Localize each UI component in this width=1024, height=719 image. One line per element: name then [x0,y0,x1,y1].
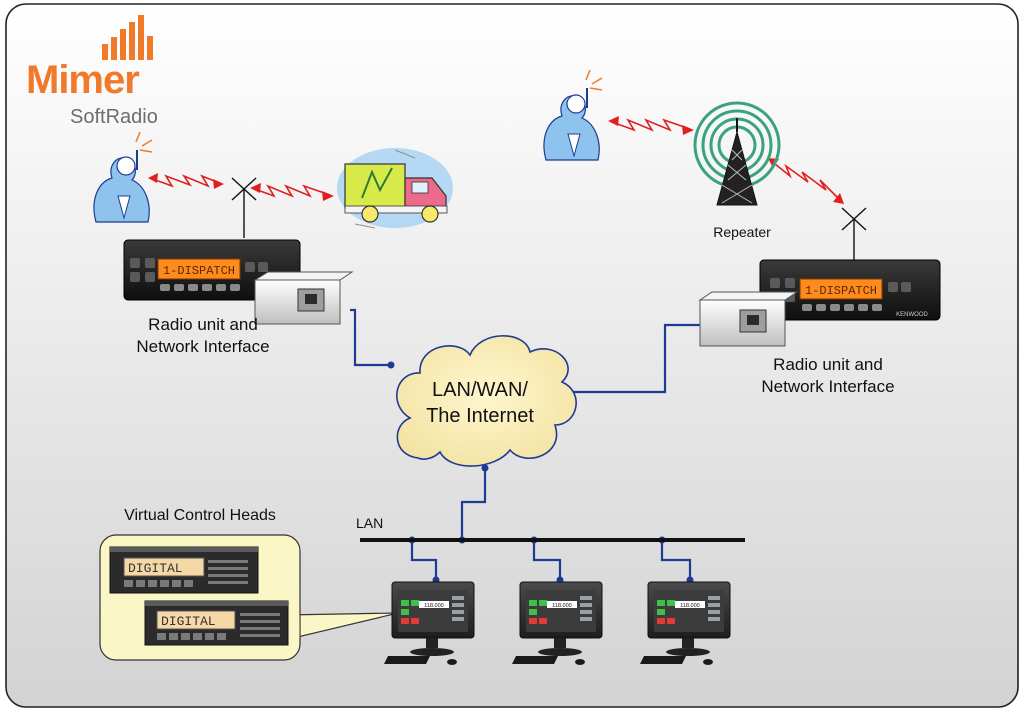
repeater-label: Repeater [713,224,771,240]
radio-left-label-line1: Radio unit and [148,315,258,334]
monitor-2-readout: 118.000 [552,603,571,609]
network-interface-box-right [698,291,799,347]
cloud-label: LAN/WAN/ The Internet [400,377,560,429]
cloud-label-line2: The Internet [426,405,534,427]
control-head-1-display: DIGITAL [128,561,183,576]
person-radio-left-icon [93,131,153,223]
monitor-3-readout: 118.000 [680,603,699,609]
repeater-tower-icon [693,101,781,206]
radio-left-label-line2: Network Interface [136,337,270,356]
radio-left-label: Radio unit and Network Interface [120,314,286,358]
workstation-1 [384,581,475,665]
rf-links [149,118,841,201]
control-head-2-display: DIGITAL [161,614,216,629]
logo-brand: Mimer [26,58,140,102]
rf-arrowheads [148,116,844,204]
antenna-left-icon [231,177,257,238]
monitor-1-readout: 118.000 [424,603,443,609]
radio-brand-label: KENWOOD [896,312,928,318]
truck-icon [337,148,453,229]
radio-display-left: 1-DISPATCH [163,264,235,278]
radio-right-label-line2: Network Interface [761,377,895,396]
control-head-1 [109,546,259,594]
antenna-right-icon [841,207,867,262]
network-interface-box-left [253,271,354,325]
person-radio-right-icon [543,69,603,161]
workstation-2 [512,581,603,665]
radio-right-label-line1: Radio unit and [773,355,883,374]
radio-unit-right [759,259,941,321]
radio-right-label: Radio unit and Network Interface [745,354,911,398]
logo-bars-icon [102,15,153,60]
radio-display-right: 1-DISPATCH [805,284,877,298]
lan-label: LAN [356,515,384,531]
internet-cloud [396,335,577,467]
logo-subtitle: SoftRadio [70,106,158,128]
network-links [350,308,700,580]
workstation-3 [640,581,731,665]
cloud-label-line1: LAN/WAN/ [432,379,528,401]
control-head-2 [144,600,289,646]
virtual-heads-label: Virtual Control Heads [124,507,276,524]
